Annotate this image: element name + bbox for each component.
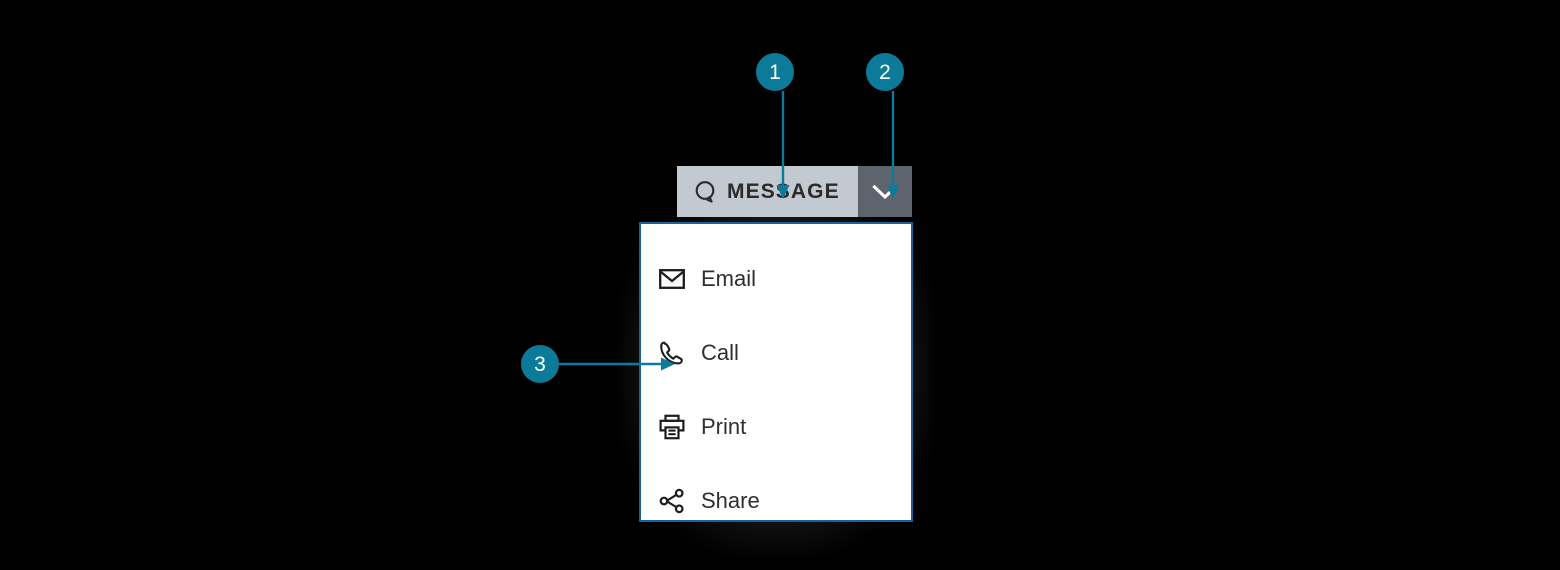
phone-icon [658, 339, 686, 367]
menu-item-share[interactable]: Share [641, 464, 911, 538]
menu-item-print[interactable]: Print [641, 390, 911, 464]
dropdown-menu-list: Email Call [641, 224, 911, 538]
message-button-main[interactable]: MESSAGE [677, 166, 858, 217]
callout-arrow-down [885, 91, 901, 199]
message-bubble-icon [695, 180, 717, 204]
callout-number: 3 [534, 352, 546, 376]
message-split-button: MESSAGE [677, 166, 912, 217]
callout-badge: 2 [866, 53, 904, 91]
menu-item-label: Email [701, 266, 757, 291]
callout-number: 1 [769, 60, 781, 84]
menu-item-label: Call [701, 340, 739, 365]
menu-item-label: Share [701, 488, 760, 513]
callout-arrow-down [775, 91, 791, 199]
callout-number: 2 [879, 60, 891, 84]
share-nodes-icon [658, 487, 686, 515]
callout-arrow-right [557, 356, 675, 372]
menu-item-label: Print [701, 414, 747, 439]
printer-icon [658, 413, 686, 441]
message-dropdown-menu[interactable]: Email Call [639, 222, 913, 522]
callout-badge: 1 [756, 53, 794, 91]
menu-item-call[interactable]: Call [641, 316, 911, 390]
envelope-icon [658, 265, 686, 293]
callout-badge: 3 [521, 345, 559, 383]
menu-item-email[interactable]: Email [641, 242, 911, 316]
